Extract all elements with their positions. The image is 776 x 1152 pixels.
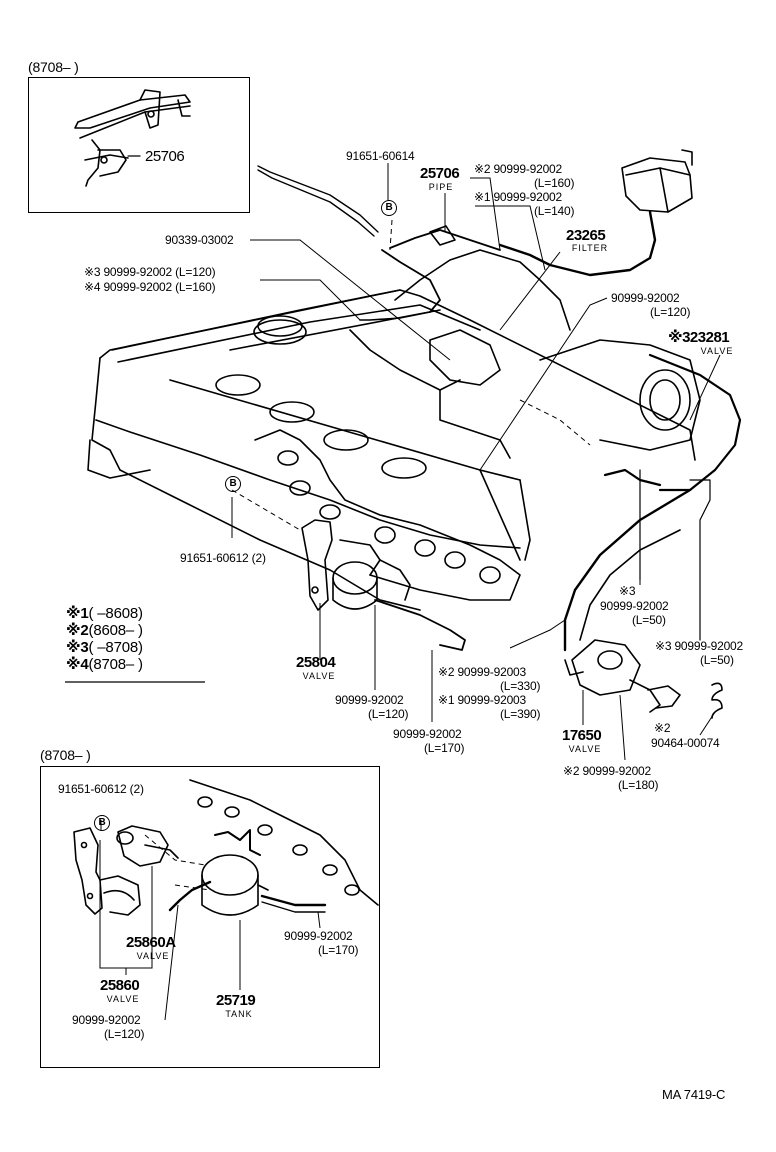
legend: ※1( –8608)※2(8608– )※3( –8708)※4(8708– ) <box>66 605 143 673</box>
b-mark-top: B <box>381 200 397 216</box>
label-l170-mid: (L=170) <box>424 741 465 755</box>
label-90999-92002-l170: 90999-92002 <box>393 727 462 741</box>
inset-box-bottom <box>40 766 380 1068</box>
label-s3-right: ※3 90999-92002 <box>655 639 743 653</box>
label-91651-60614: 91651-60614 <box>346 149 415 163</box>
engine-head-drawing <box>87 289 696 611</box>
inset-label-90999-92002-a: 90999-92002 <box>284 929 353 943</box>
part-25706: 25706 <box>420 165 460 182</box>
label-l330: (L=330) <box>500 679 541 693</box>
pipe-bracket-drawing <box>74 89 191 187</box>
inset-part-25860A-desc: VALVE <box>136 951 170 961</box>
label-90999-92002-right: 90999-92002 <box>611 291 680 305</box>
inset-label-91651-60612: 91651-60612 (2) <box>58 782 144 796</box>
label-s2-90999-92002-a: ※2 90999-92002 <box>474 162 562 176</box>
label-s2-90999-92002-b: ※2 90999-92002 <box>563 764 651 778</box>
label-90464-00074: 90464-00074 <box>651 736 720 750</box>
label-91651-60612: 91651-60612 (2) <box>180 551 266 565</box>
legend-mark: ※1 <box>66 605 89 622</box>
inset-part-25860-desc: VALVE <box>106 994 140 1004</box>
label-s3-line: ※3 90999-92002 (L=120) <box>84 265 216 279</box>
part-323281: ※323281 <box>668 329 730 346</box>
legend-range: ( –8608) <box>88 605 143 622</box>
inset-part-25719: 25719 <box>216 992 256 1009</box>
legend-row: ※1( –8608) <box>66 605 143 622</box>
label-90339-03002: 90339-03002 <box>165 233 234 247</box>
label-s2-90999-92003: ※2 90999-92003 <box>438 665 526 679</box>
label-s4-line: ※4 90999-92002 (L=160) <box>84 280 216 294</box>
label-s1-90999-92003: ※1 90999-92003 <box>438 693 526 707</box>
manifold-drawing <box>254 429 521 601</box>
part-23265-desc: FILTER <box>571 243 609 253</box>
valve-17650-drawing <box>564 639 681 713</box>
legend-range: ( –8708) <box>88 639 143 656</box>
inset-part-25719-desc: TANK <box>225 1009 253 1019</box>
part-17650: 17650 <box>562 727 602 744</box>
label-l160: (L=160) <box>534 176 575 190</box>
part-23265: 23265 <box>566 227 606 244</box>
part-323281-desc: VALVE <box>700 346 734 356</box>
part-17650-desc: VALVE <box>568 744 602 754</box>
inset-label-l120: (L=120) <box>104 1027 145 1041</box>
inset-part-25860: 25860 <box>100 977 140 994</box>
label-90999-92002-l120: 90999-92002 <box>335 693 404 707</box>
legend-mark: ※3 <box>66 639 89 656</box>
inset-b-mark: B <box>94 815 110 831</box>
legend-row: ※3( –8708) <box>66 639 143 656</box>
part-25804-desc: VALVE <box>302 671 336 681</box>
part-25706-desc: PIPE <box>428 182 454 192</box>
canister-drawing <box>621 149 693 213</box>
header-top: (8708– ) <box>28 59 79 75</box>
label-s2-small: ※2 <box>654 721 671 735</box>
part-25804: 25804 <box>296 654 336 671</box>
label-l50-right: (L=50) <box>700 653 734 667</box>
label-s3-mid: ※3 <box>619 584 636 598</box>
legend-row: ※4(8708– ) <box>66 656 143 673</box>
label-l50-mid: (L=50) <box>632 613 666 627</box>
label-l140: (L=140) <box>534 204 575 218</box>
legend-range: (8608– ) <box>88 622 143 639</box>
label-l180: (L=180) <box>618 778 659 792</box>
legend-range: (8708– ) <box>88 656 143 673</box>
header-bottom: (8708– ) <box>40 747 91 763</box>
label-90999-92002-mid: 90999-92002 <box>600 599 669 613</box>
label-l120-mid: (L=120) <box>368 707 409 721</box>
inset-label-90999-92002-b: 90999-92002 <box>72 1013 141 1027</box>
legend-row: ※2(8608– ) <box>66 622 143 639</box>
label-l390: (L=390) <box>500 707 541 721</box>
b-mark-mid: B <box>225 476 241 492</box>
inset-part-25860A: 25860A <box>126 934 176 951</box>
bottom-inset-drawing <box>73 779 379 916</box>
label-l120-right: (L=120) <box>650 305 691 319</box>
legend-mark: ※4 <box>66 656 89 673</box>
inset-box-top <box>28 77 250 213</box>
valve-25804-drawing <box>301 519 381 611</box>
inset-label-l170: (L=170) <box>318 943 359 957</box>
drawing-number: MA 7419-C <box>662 1087 726 1102</box>
part-25706-inset: 25706 <box>145 148 185 165</box>
legend-mark: ※2 <box>66 622 89 639</box>
label-s1-90999-92002-a: ※1 90999-92002 <box>474 190 562 204</box>
